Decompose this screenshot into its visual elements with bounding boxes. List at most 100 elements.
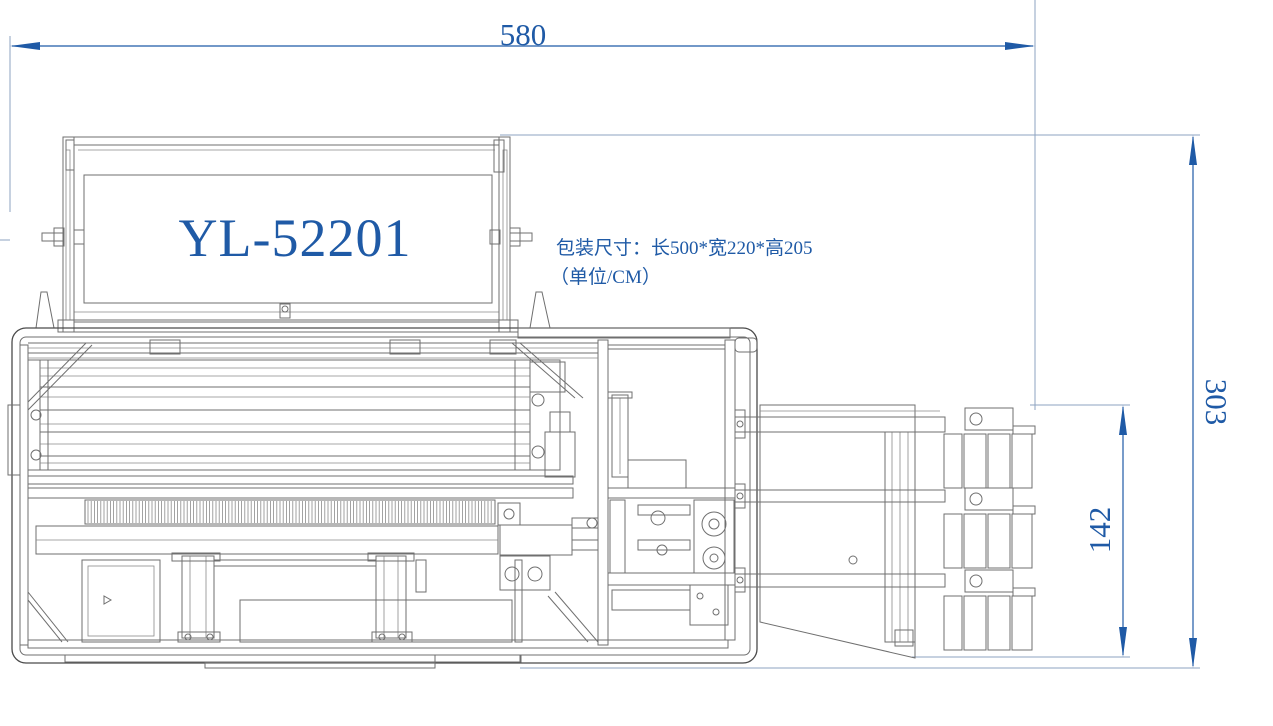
display-base-rail — [57, 319, 519, 333]
dim-height-label: 303 — [1199, 379, 1234, 426]
cylinder-cap — [607, 391, 633, 399]
module-motor — [964, 487, 1014, 511]
left-knob — [41, 227, 85, 247]
body-outer-frame — [11, 327, 758, 664]
connecting-rod — [213, 559, 377, 567]
arrow-right-icon — [1005, 42, 1035, 50]
left-post-inner — [65, 149, 71, 321]
foot-rail — [64, 654, 521, 663]
bearing-icon — [30, 449, 42, 461]
hanger-tab — [279, 303, 291, 319]
rail-clamp — [149, 339, 181, 355]
bearing-icon — [531, 445, 545, 459]
bottom-rail — [27, 639, 729, 649]
brace — [511, 342, 576, 399]
knob-shaft — [509, 232, 533, 242]
top-right-rail — [517, 327, 731, 339]
knob-shaft — [41, 232, 65, 242]
clamp-unit — [499, 524, 573, 556]
clamp-lower — [499, 555, 551, 591]
sensor-block — [529, 361, 566, 393]
roller-module-bottom — [943, 569, 1036, 651]
model-number: YL-52201 — [179, 208, 412, 268]
hanger-hole — [281, 305, 289, 313]
pinch-roller — [943, 433, 963, 489]
fitting-icon — [696, 592, 704, 600]
module-motor — [964, 569, 1014, 593]
frame-braces — [27, 342, 599, 643]
gear-icon — [702, 546, 726, 570]
arrow-up-icon — [1119, 405, 1127, 435]
upper-display-frame — [35, 136, 551, 333]
pinch-roller — [987, 433, 1011, 489]
plate-foot — [894, 629, 914, 647]
pinch-roller — [943, 595, 963, 651]
right-clip — [493, 139, 505, 173]
bearing-icon — [30, 409, 42, 421]
pulley-icon — [650, 510, 666, 526]
rail-clamp — [389, 339, 421, 355]
outfeed-arm-top — [734, 416, 946, 433]
roller-icon — [504, 566, 520, 582]
fitting-icon — [712, 608, 720, 616]
dimension-height: 303 — [1189, 135, 1234, 668]
screw-icon — [848, 555, 858, 565]
vertical-rod — [415, 559, 427, 593]
comb-plate — [84, 499, 496, 525]
bolt-icon — [736, 492, 744, 500]
gear-hub-icon — [708, 518, 720, 530]
bolt-icon — [398, 633, 406, 641]
roller-drum — [27, 359, 576, 478]
bolt-icon — [736, 576, 744, 584]
right-cap — [734, 337, 758, 353]
brace — [27, 344, 93, 411]
lower-section — [27, 552, 729, 669]
brace — [547, 595, 589, 643]
extension-lines — [0, 0, 1200, 669]
mid-rail — [27, 487, 574, 499]
motor-box-inner — [87, 565, 155, 637]
roller-module-top — [943, 407, 1036, 489]
pinch-roller — [963, 595, 987, 651]
column-right — [375, 555, 407, 639]
drum-right-end — [514, 359, 561, 471]
roller-module-middle — [943, 487, 1036, 569]
main-body — [7, 327, 758, 669]
comb-end-block — [497, 502, 521, 526]
knob-head — [509, 227, 521, 247]
pulley-icon — [656, 544, 668, 556]
arm-connector — [734, 409, 746, 439]
pinch-roller — [963, 433, 987, 489]
bolt-icon — [503, 508, 515, 520]
valve-block — [689, 584, 729, 626]
module-bracket — [1012, 587, 1036, 597]
left-side-panel — [7, 404, 21, 476]
gear-icon — [701, 511, 727, 537]
comb-teeth — [87, 501, 492, 523]
guide-bar — [571, 539, 599, 551]
feed-section — [27, 475, 599, 591]
motor-shaft-icon — [969, 492, 983, 506]
drum-left-end — [27, 359, 49, 471]
drive-motor — [544, 431, 576, 478]
arrow-left-icon — [10, 42, 40, 50]
outfeed-arm-middle — [734, 489, 946, 503]
motor-shaft-icon — [969, 574, 983, 588]
pinch-roller — [943, 513, 963, 569]
incline-plate — [759, 404, 916, 659]
unit-note: （单位/CM） — [550, 266, 661, 288]
right-knob — [489, 227, 533, 247]
brace — [519, 342, 584, 399]
brace — [554, 591, 599, 643]
brace — [27, 591, 69, 643]
rod-joint — [171, 552, 221, 562]
gear-hub-icon — [709, 553, 719, 563]
motor-shaft-icon — [969, 412, 983, 426]
bracket — [627, 459, 687, 489]
mid-rail — [27, 475, 574, 485]
play-triangle-icon — [103, 595, 113, 605]
dim-outfeed-label: 142 — [1082, 507, 1117, 554]
module-motor — [964, 407, 1014, 431]
transfer-section — [607, 337, 758, 626]
base-plate — [239, 599, 513, 643]
